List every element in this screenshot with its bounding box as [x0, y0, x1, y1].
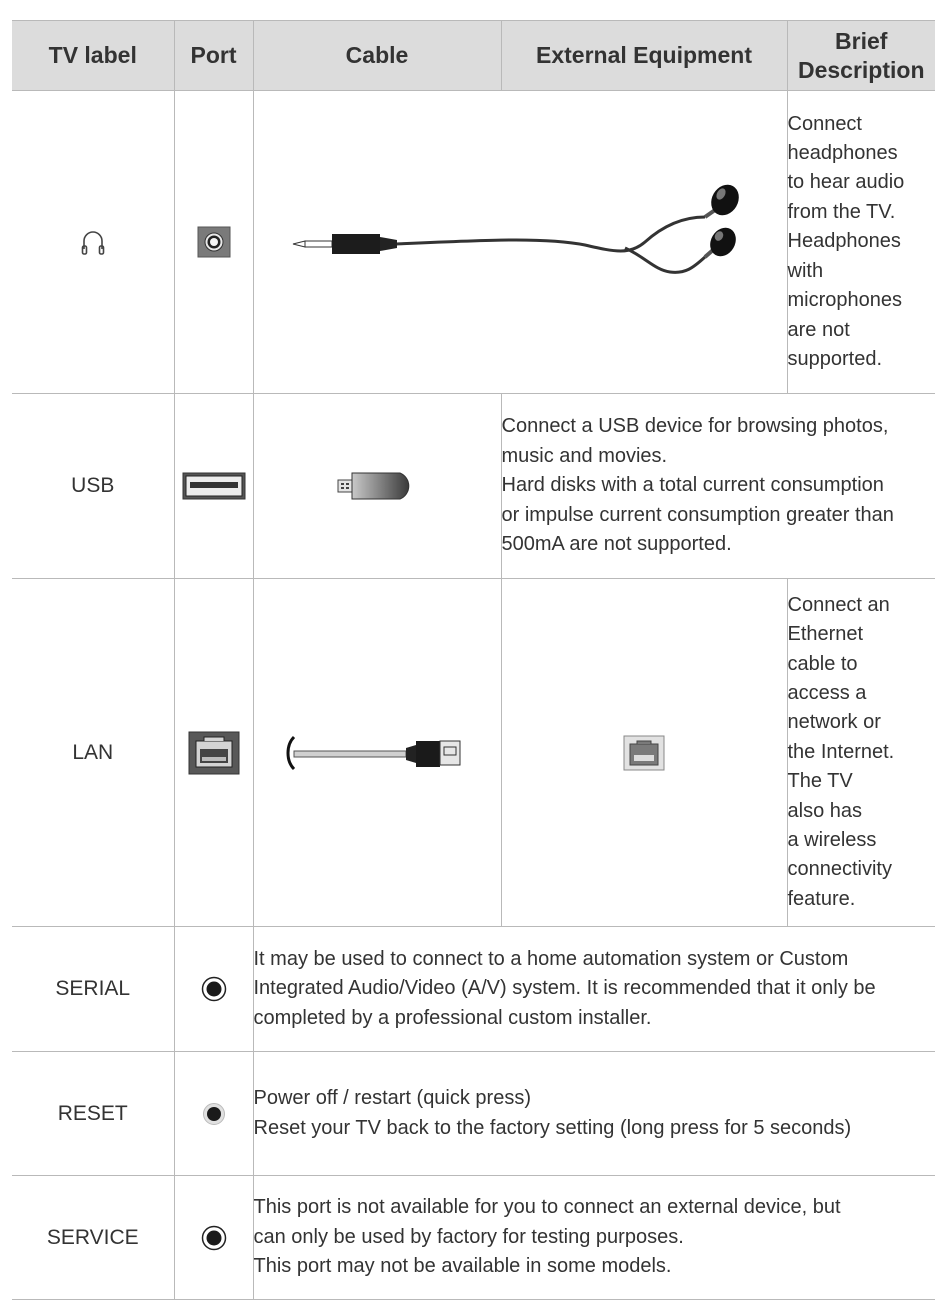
desc-line: The TV [787, 770, 853, 793]
table-row-reset: RESET Power off / restart (quick press) … [12, 1051, 935, 1176]
desc-line: completed by a professional custom insta… [253, 1006, 652, 1029]
desc-line: supported. [787, 347, 883, 370]
desc-line: cable to [787, 652, 858, 675]
port-headphones [173, 90, 254, 394]
desc-line: This port is not available for you to co… [253, 1196, 841, 1219]
table-row-lan: LAN [12, 578, 935, 927]
desc-line: also has [787, 799, 863, 822]
desc-line: Connect a USB device for browsing photos… [501, 415, 889, 438]
port-serial [173, 926, 254, 1052]
desc-line: network or [787, 711, 881, 734]
desc-line: headphones [787, 142, 898, 165]
tv-label-reset: RESET [12, 1051, 175, 1176]
desc-line: or impulse current consumption greater t… [501, 503, 894, 526]
tv-label-headphones [12, 90, 175, 394]
desc-line: This port may not be available in some m… [253, 1255, 672, 1278]
desc-line: to hear audio [787, 171, 905, 194]
earphones-cable-icon [292, 184, 739, 274]
desc-line: connectivity [787, 858, 893, 881]
tv-label-usb: USB [12, 393, 175, 579]
table-row-service: SERVICE This port is not available for y… [12, 1175, 935, 1300]
header-external-equipment: External Equipment [500, 20, 788, 91]
desc-line: music and movies. [501, 444, 668, 467]
router-lan-port-icon [623, 735, 665, 770]
headphone-jack-icon [197, 226, 230, 258]
ethernet-cable-icon [286, 735, 461, 770]
desc-line: from the TV. [787, 200, 896, 223]
usb-flash-drive-icon [337, 472, 410, 500]
table-header-row: TV label Port Cable External Equipment B… [12, 20, 935, 91]
ports-table: TV label Port Cable External Equipment B… [12, 20, 935, 1300]
desc-line: 500mA are not supported. [501, 533, 732, 556]
header-port: Port [173, 20, 254, 91]
desc-line: Connect an [787, 593, 890, 616]
header-brief-line1: Brief [835, 27, 888, 54]
reset-button-icon [202, 1102, 225, 1125]
port-usb [173, 393, 254, 579]
description-service: This port is not available for you to co… [252, 1175, 935, 1300]
desc-line: Power off / restart (quick press) [253, 1087, 532, 1110]
desc-line: microphones [787, 289, 903, 312]
desc-line: the Internet. [787, 740, 895, 763]
desc-line: Headphones [787, 230, 901, 253]
description-headphones: Connect headphones to hear audio from th… [786, 90, 935, 394]
cable-lan [252, 578, 502, 927]
desc-line: can only be used by factory for testing … [253, 1225, 684, 1248]
port-service [173, 1175, 254, 1300]
description-serial: It may be used to connect to a home auto… [252, 926, 935, 1052]
tv-label-lan: LAN [12, 578, 175, 927]
desc-line: a wireless [787, 829, 877, 852]
tv-label-serial: SERIAL [12, 926, 175, 1052]
desc-line: with [787, 259, 824, 282]
port-lan [173, 578, 254, 927]
external-equipment-lan [500, 578, 788, 927]
desc-line: access a [787, 681, 867, 704]
desc-line: Ethernet [787, 623, 864, 646]
service-jack-icon [201, 1225, 226, 1250]
tv-label-service: SERVICE [12, 1175, 175, 1300]
lan-port-icon [188, 731, 239, 774]
table-row-headphones: Connect headphones to hear audio from th… [12, 90, 935, 394]
desc-line: Connect [787, 112, 863, 135]
header-cable: Cable [252, 20, 502, 91]
desc-line: are not [787, 318, 850, 341]
port-reset [173, 1051, 254, 1176]
desc-line: It may be used to connect to a home auto… [253, 947, 849, 970]
desc-line: Integrated Audio/Video (A/V) system. It … [253, 977, 876, 1000]
cable-headphones [252, 90, 788, 394]
cable-usb [252, 393, 502, 579]
usb-port-icon [182, 472, 245, 500]
description-reset: Power off / restart (quick press) Reset … [252, 1051, 935, 1176]
table-row-usb: USB [12, 393, 935, 579]
description-usb: Connect a USB device for browsing photos… [500, 393, 935, 579]
table-row-serial: SERIAL It may be used to connect to a ho… [12, 926, 935, 1052]
desc-line: Hard disks with a total current consumpt… [501, 474, 884, 497]
description-lan: Connect an Ethernet cable to access a ne… [786, 578, 935, 927]
desc-line: feature. [787, 887, 856, 910]
desc-line: Reset your TV back to the factory settin… [253, 1116, 852, 1139]
header-brief-description: Brief Description [786, 20, 935, 91]
header-tv-label: TV label [12, 20, 175, 91]
serial-jack-icon [201, 976, 226, 1002]
headphones-icon [81, 231, 105, 255]
header-brief-line2: Description [797, 56, 925, 83]
